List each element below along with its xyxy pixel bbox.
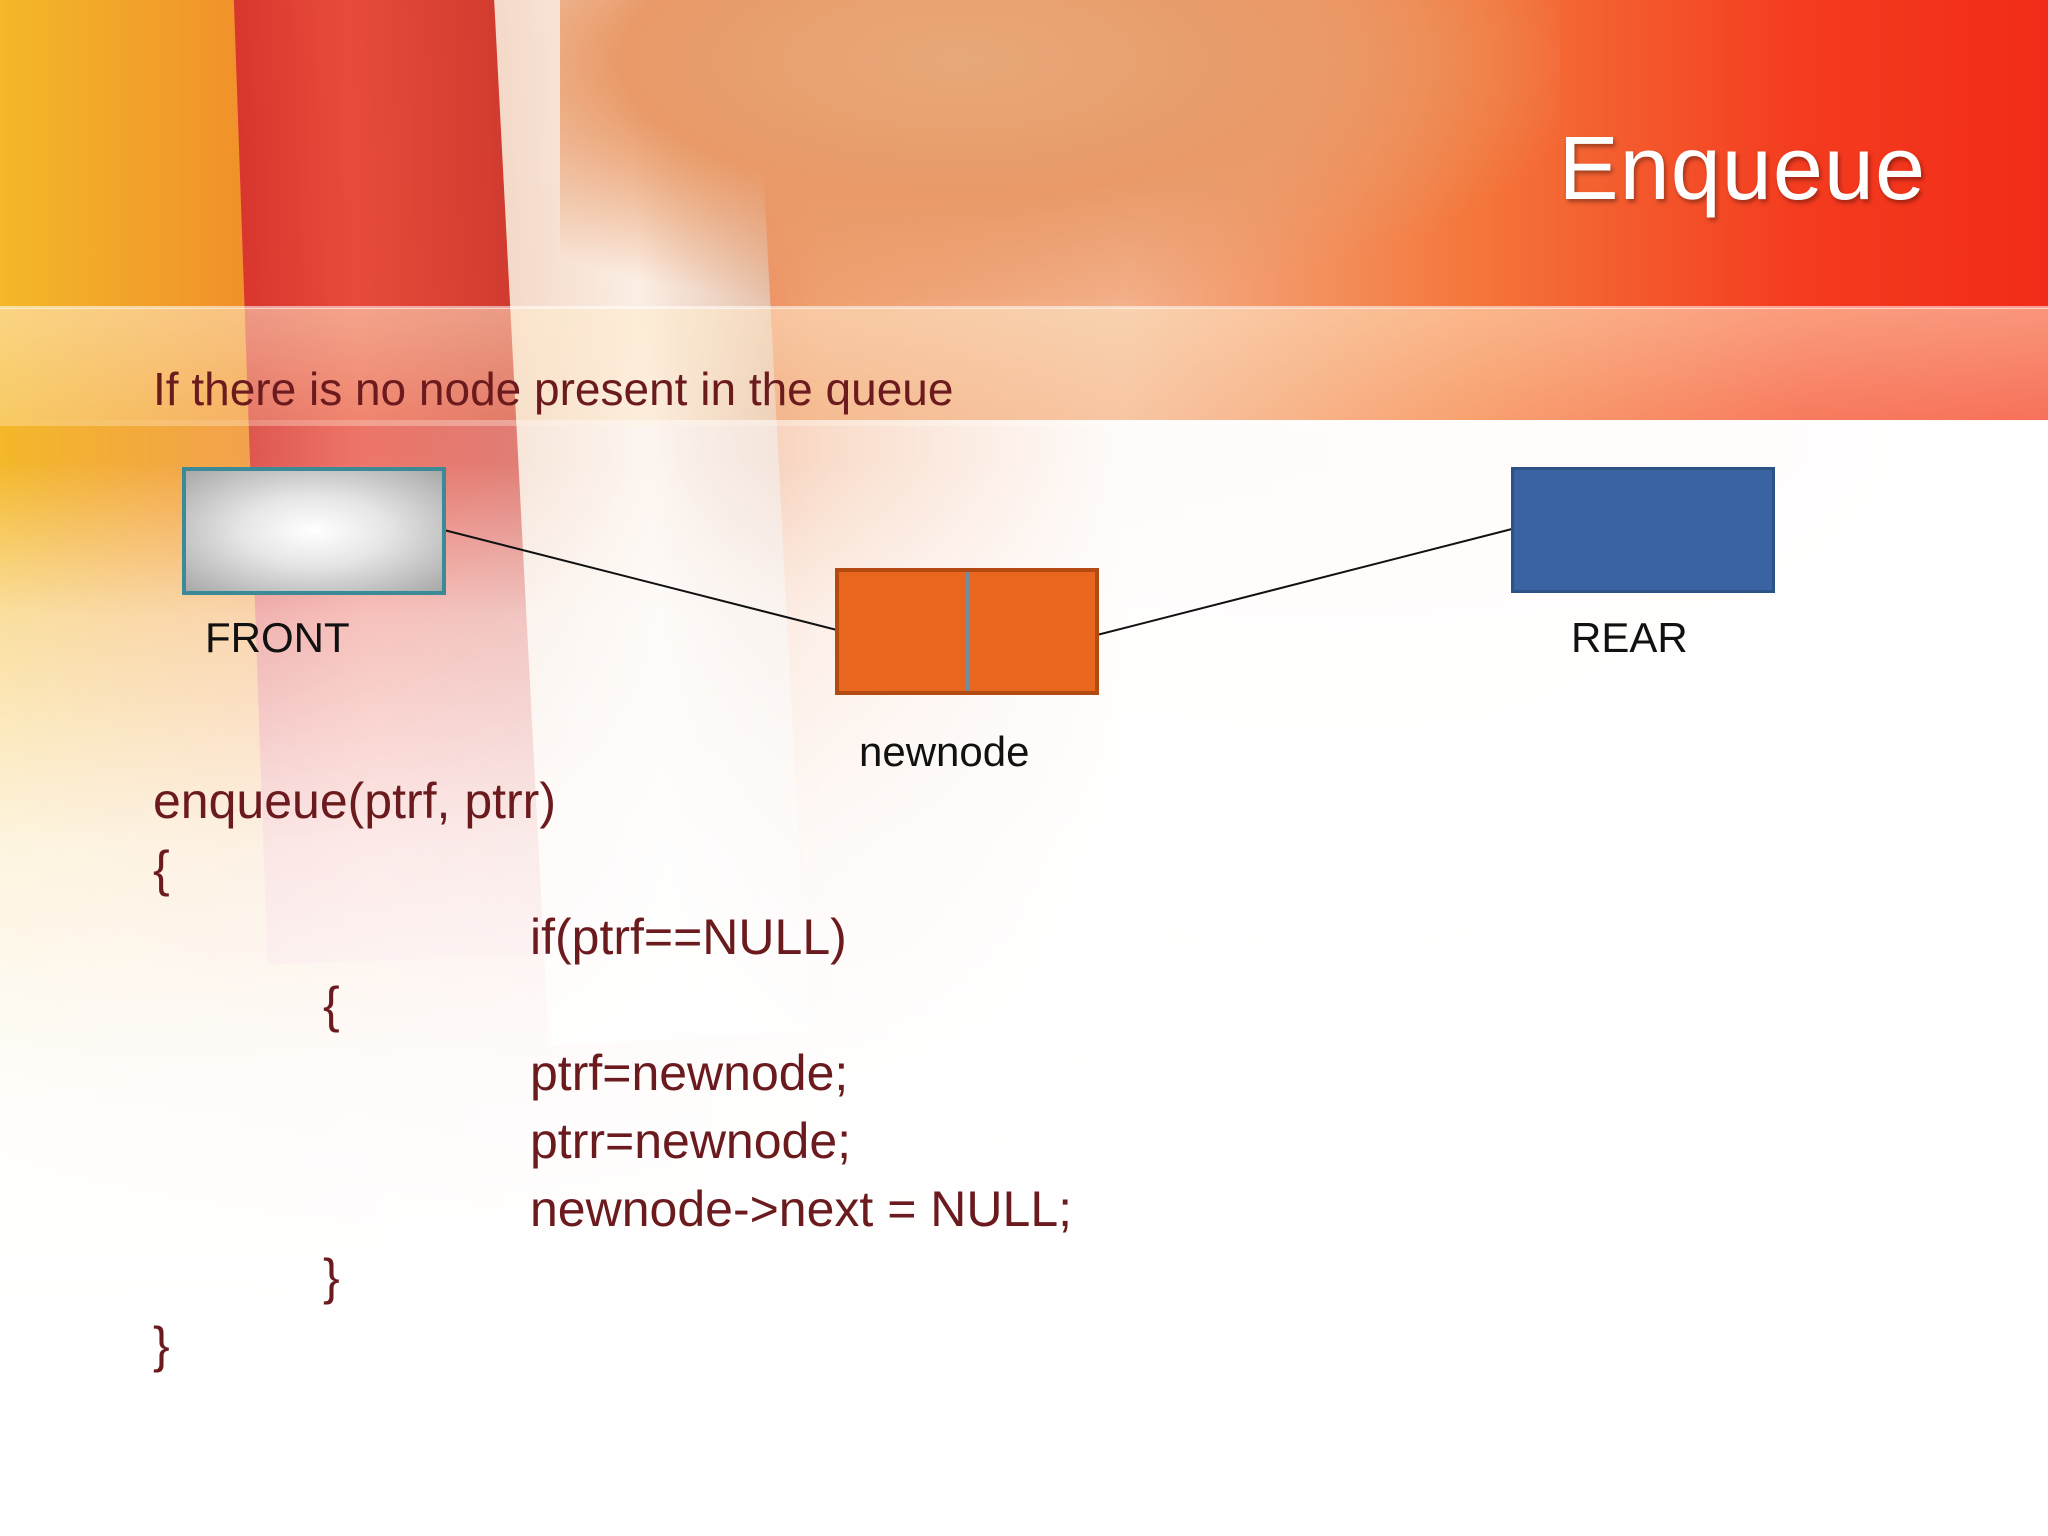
code-line: } xyxy=(323,1249,340,1305)
code-line: ptrr=newnode; xyxy=(530,1113,852,1169)
slide-subtitle: If there is no node present in the queue xyxy=(153,363,954,415)
code-line: ptrf=newnode; xyxy=(530,1045,849,1101)
front-label: FRONT xyxy=(205,614,350,661)
code-line: newnode->next = NULL; xyxy=(530,1181,1073,1237)
rear-pointer-box xyxy=(1511,467,1775,593)
slide-title: Enqueue xyxy=(1558,119,1926,219)
node-divider xyxy=(966,572,969,691)
code-line: { xyxy=(153,841,170,897)
newnode-label: newnode xyxy=(859,728,1030,775)
code-line: { xyxy=(323,977,340,1033)
front-pointer-box xyxy=(182,467,446,595)
code-line: } xyxy=(153,1317,170,1373)
rear-label: REAR xyxy=(1571,614,1688,661)
code-line: enqueue(ptrf, ptrr) xyxy=(153,773,556,829)
code-line: if(ptrf==NULL) xyxy=(530,909,847,965)
newnode-box xyxy=(835,568,1099,695)
